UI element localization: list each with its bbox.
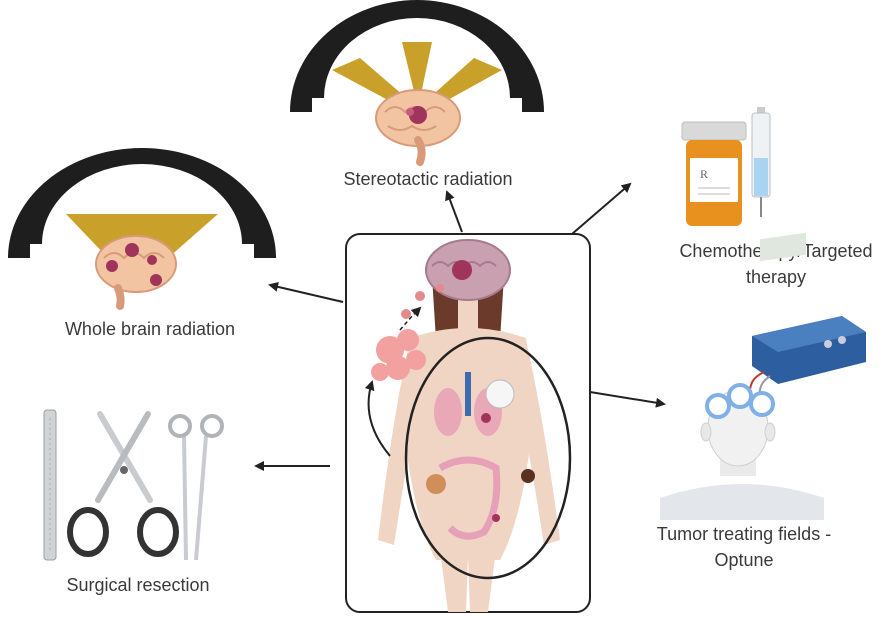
arrow-to-stereotactic	[447, 192, 462, 232]
human-body-metastasis-icon	[346, 234, 590, 612]
ttf-label-line2: Optune	[714, 550, 773, 570]
whole-brain-label: Whole brain radiation	[65, 319, 235, 339]
ttf-label-line1: Tumor treating fields -	[657, 524, 831, 544]
svg-text:R: R	[700, 167, 708, 181]
surgical-label: Surgical resection	[66, 575, 209, 595]
arrow-to-chemo	[572, 184, 630, 234]
arrow-to-whole-brain	[270, 285, 343, 302]
brain-icon	[96, 236, 176, 306]
whole-brain-radiation-icon	[8, 148, 276, 306]
stereotactic-label: Stereotactic radiation	[343, 169, 512, 189]
chemo-label-line2: therapy	[746, 267, 806, 287]
pill-bottle-syringe-icon: R	[682, 107, 770, 226]
head-icon	[660, 385, 824, 520]
surgical-instruments-icon	[44, 410, 222, 560]
arrow-to-ttf	[590, 392, 664, 404]
brain-icon	[376, 90, 460, 162]
stereotactic-radiation-icon	[290, 0, 544, 162]
